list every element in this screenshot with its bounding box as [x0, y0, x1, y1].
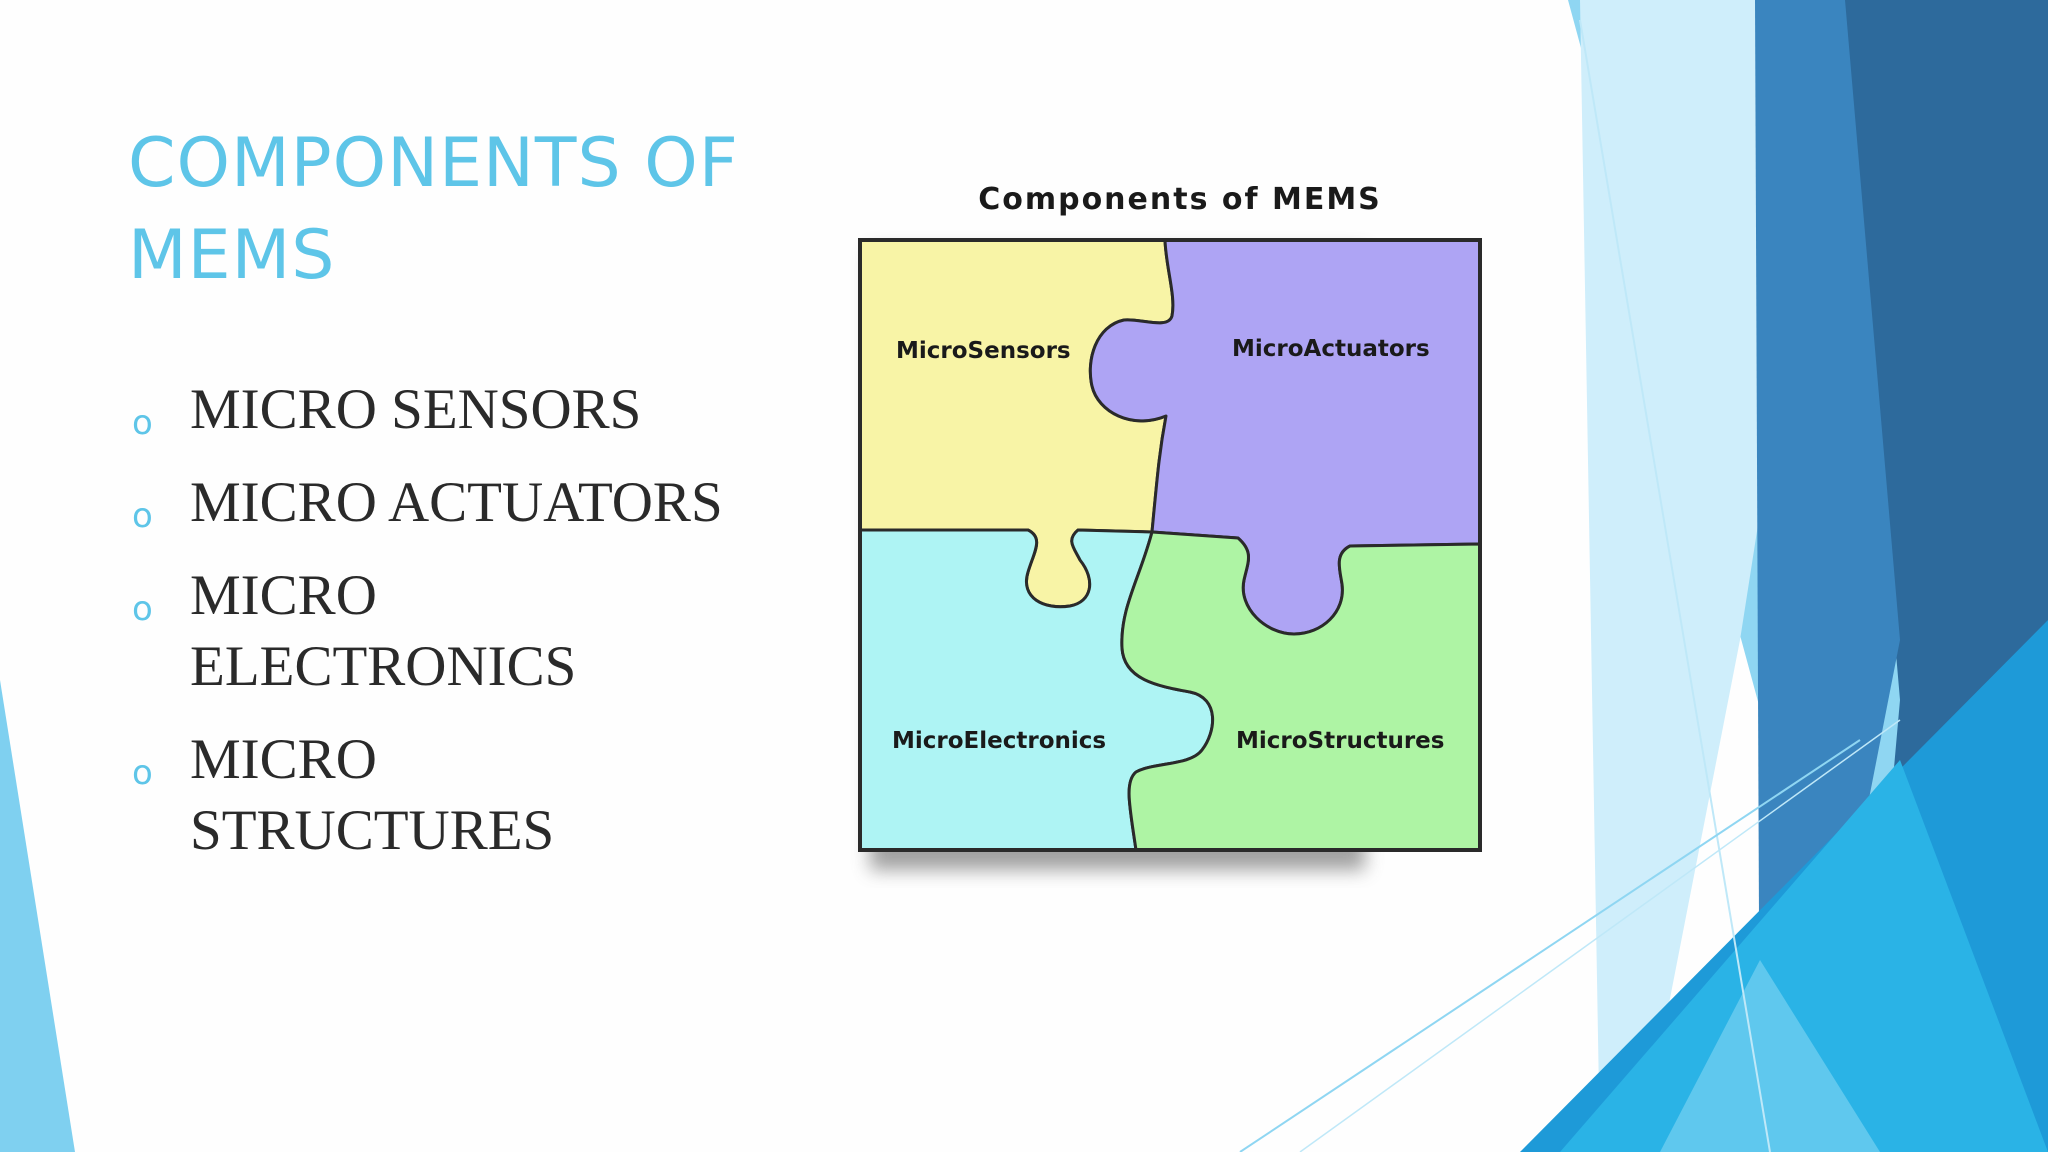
- diagram-title: Components of MEMS: [978, 182, 1382, 217]
- piece-label-microstructures: MicroStructures: [1236, 728, 1445, 754]
- thin-line-3: [1299, 719, 1901, 1152]
- bullet-text: MICRO SENSORS: [190, 378, 642, 441]
- bottom-light-shape: [1660, 960, 1880, 1152]
- slide-title: COMPONENTS OF MEMS: [128, 124, 739, 295]
- bullet-item: o MICRO STRUCTURES: [128, 724, 728, 866]
- bottom-cyan-shape: [1560, 760, 2048, 1152]
- thin-line-1: [1579, 19, 1771, 1152]
- puzzle-diagram: Components of MEMS MicroSensors MicroAct…: [840, 168, 1520, 888]
- bullet-circle-icon: o: [132, 403, 153, 443]
- right-mid-shape: [1755, 0, 1900, 1152]
- bullet-text: MICRO ELECTRONICS: [190, 564, 577, 698]
- left-edge-shape: [0, 680, 75, 1152]
- puzzle-frame: [858, 238, 1482, 852]
- bullet-text: MICRO ACTUATORS: [190, 471, 723, 534]
- bullet-text: MICRO STRUCTURES: [190, 728, 555, 862]
- bullet-list: o MICRO SENSORS o MICRO ACTUATORS o MICR…: [128, 374, 728, 888]
- bullet-item: o MICRO SENSORS: [128, 374, 728, 445]
- bullet-item: o MICRO ELECTRONICS: [128, 560, 728, 702]
- bullet-circle-icon: o: [132, 496, 153, 536]
- bullet-circle-icon: o: [132, 753, 153, 793]
- bullet-item: o MICRO ACTUATORS: [128, 467, 728, 538]
- thin-line-2: [1239, 739, 1861, 1152]
- piece-label-microelectronics: MicroElectronics: [892, 728, 1107, 754]
- bullet-circle-icon: o: [132, 589, 153, 629]
- piece-label-microactuators: MicroActuators: [1232, 336, 1430, 362]
- puzzle-graphic: [858, 238, 1482, 870]
- piece-microstructures: [1120, 530, 1482, 852]
- piece-label-microsensors: MicroSensors: [896, 338, 1071, 364]
